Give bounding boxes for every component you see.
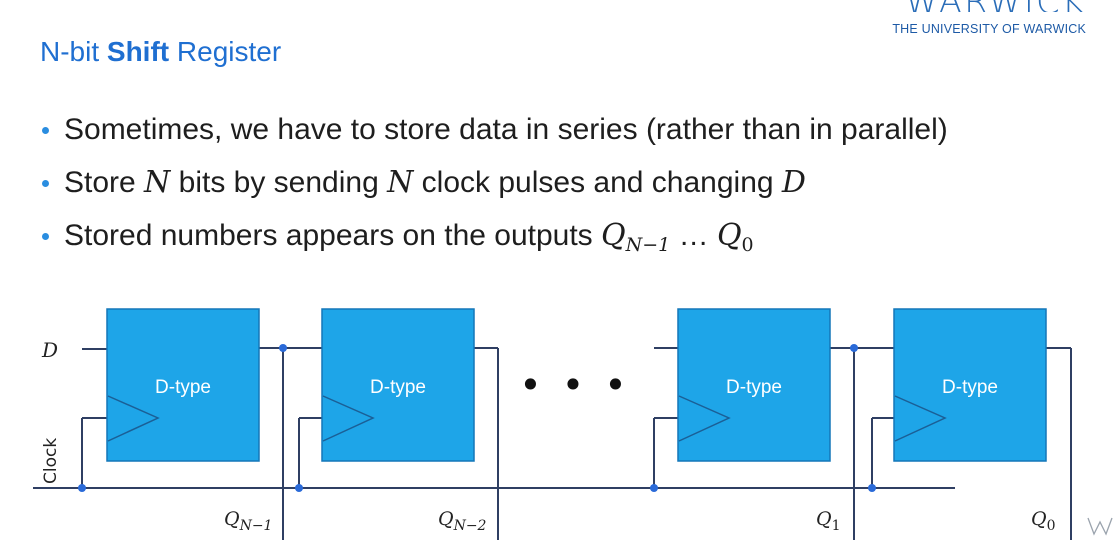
output-q: Q [438, 508, 454, 530]
bullet-item: Store N bits by sending N clock pulses a… [42, 161, 948, 214]
math-subscript: 0 [741, 234, 754, 256]
flipflop-2: D-type [321, 308, 475, 462]
flipflop-label: D-type [370, 377, 426, 398]
math-n: N [144, 165, 171, 200]
corner-logo-icon [1087, 517, 1113, 536]
d-input-label: D [41, 338, 58, 362]
junction-dot [650, 484, 658, 492]
junction-dot [850, 344, 858, 352]
math-q: Q [716, 218, 742, 253]
clock-triangle-icon [894, 395, 947, 442]
flipflop-4: D-type [893, 308, 1047, 462]
junction-dot [868, 484, 876, 492]
title-part1: N-bit [40, 36, 107, 67]
output-sub: 0 [1047, 518, 1056, 534]
flipflop-1: D-type [106, 308, 260, 462]
flipflop-label: D-type [155, 377, 211, 398]
junction-dot [295, 484, 303, 492]
title-bold: Shift [106, 36, 170, 67]
slide-title: N-bit Shift Register [40, 36, 281, 68]
bullet-list: Sometimes, we have to store data in seri… [42, 108, 948, 267]
output-label-qn2: QN−2 [438, 508, 487, 534]
flipflop-3: D-type [677, 308, 831, 462]
bullet-text: clock pulses and changing [413, 166, 782, 199]
bullet-dot-icon [42, 127, 49, 134]
output-sub: 1 [832, 518, 841, 534]
flipflop-box [321, 308, 475, 462]
wires [33, 347, 1072, 540]
university-logo: WARWICK THE UNIVERSITY OF WARWICK [892, 0, 1086, 36]
clock-triangle-icon [107, 395, 160, 442]
output-label-q1: Q1 [816, 508, 841, 534]
logo-subtitle: THE UNIVERSITY OF WARWICK [892, 22, 1086, 36]
junction-dot [78, 484, 86, 492]
flipflop-label: D-type [942, 377, 998, 398]
bullet-item: Stored numbers appears on the outputs QN… [42, 214, 948, 267]
bullet-text: bits by sending [170, 166, 388, 199]
ellipsis-dots: • • • [519, 363, 630, 407]
bullet-text: Sometimes, we have to store data in seri… [64, 113, 948, 146]
clock-label: Clock [41, 438, 61, 484]
output-q: Q [816, 508, 832, 530]
bullet-text: … [670, 219, 717, 252]
flipflop-box [677, 308, 831, 462]
output-sub: N−2 [453, 518, 487, 534]
bullet-text: Store [64, 166, 145, 199]
output-label-qn1: QN−1 [224, 508, 272, 534]
logo-wordmark: WARWICK [892, 0, 1086, 12]
junction-dot [279, 344, 287, 352]
math-d: D [781, 165, 806, 200]
flipflop-label: D-type [726, 377, 782, 398]
flipflop-box [106, 308, 260, 462]
flipflop-box [893, 308, 1047, 462]
junction-dots [78, 344, 876, 492]
bullet-dot-icon [42, 180, 49, 187]
math-subscript: N−1 [625, 234, 671, 256]
output-q: Q [1031, 508, 1047, 530]
clock-triangle-icon [322, 395, 375, 442]
bullet-item: Sometimes, we have to store data in seri… [42, 108, 948, 161]
output-label-q0: Q0 [1031, 508, 1056, 534]
output-sub: N−1 [239, 518, 273, 534]
math-q: Q [601, 218, 626, 253]
bullet-text: Stored numbers appears on the outputs [64, 219, 602, 252]
bullet-dot-icon [42, 233, 49, 240]
output-q: Q [224, 508, 240, 530]
clock-triangle-icon [678, 395, 731, 442]
title-part2: Register [169, 36, 282, 67]
math-n: N [387, 165, 414, 200]
